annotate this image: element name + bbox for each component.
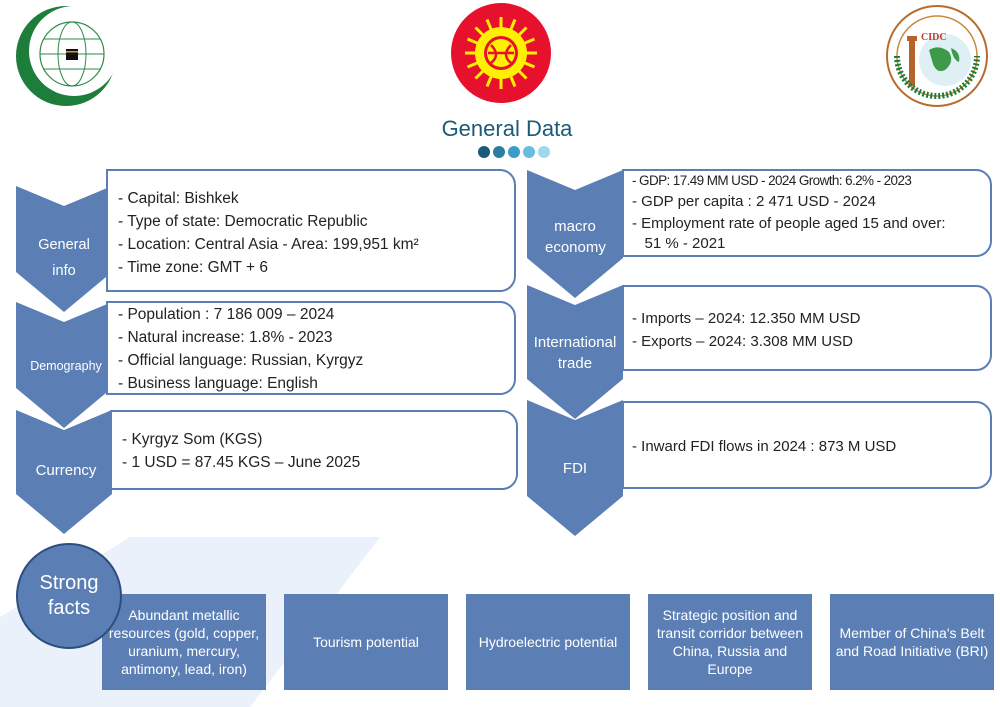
general-info-line-1: - Capital: Bishkek (118, 190, 239, 207)
title-dot-2 (493, 146, 505, 158)
demography-line-4: - Business language: English (118, 375, 318, 392)
macro-line-4: 51 % - 2021 (632, 235, 726, 252)
oic-emblem-icon (16, 6, 118, 106)
fact-hydroelectric-potential: Hydroelectric potential (466, 594, 630, 690)
title-dot-5 (538, 146, 550, 158)
strong-facts-badge: Strong facts (16, 543, 122, 649)
chevron-currency (16, 410, 112, 534)
svg-text:CIDC: CIDC (921, 32, 947, 43)
fdi-line-1: - Inward FDI flows in 2024 : 873 M USD (632, 438, 897, 455)
title-dot-1 (478, 146, 490, 158)
label-general-info: General info (38, 237, 90, 279)
label-fdi: FDI (562, 460, 588, 477)
kyrgyzstan-flag-icon (451, 3, 551, 103)
demography-line-1: - Population : 7 186 009 – 2024 (118, 306, 335, 323)
chevron-general-info (16, 186, 112, 312)
general-info-line-2: - Type of state: Democratic Republic (118, 213, 368, 230)
demography-line-2: - Natural increase: 1.8% - 2023 (118, 329, 333, 346)
label-currency: Currency (35, 462, 97, 479)
strong-facts-label: Strong facts (39, 572, 99, 619)
chevron-international-trade (527, 285, 623, 419)
fact-metallic-resources: Abundant metallic resources (gold, coppe… (102, 594, 266, 690)
macro-line-2: - GDP per capita : 2 471 USD - 2024 (632, 193, 877, 210)
macro-line-3: - Employment rate of people aged 15 and … (632, 215, 946, 232)
chevron-macro-economy (527, 170, 623, 298)
label-international-trade: International trade (533, 334, 617, 372)
box-fdi: - Inward FDI flows in 2024 : 873 M USD (622, 401, 992, 489)
box-macro-economy: - GDP: 17.49 MM USD - 2024 Growth: 6.2% … (622, 169, 992, 257)
demography-line-3: - Official language: Russian, Kyrgyz (118, 352, 364, 369)
trade-line-1: - Imports – 2024: 12.350 MM USD (632, 310, 861, 327)
box-demography: - Population : 7 186 009 – 2024 - Natura… (106, 301, 516, 395)
box-general-info: - Capital: Bishkek - Type of state: Demo… (106, 169, 516, 292)
chevron-fdi (527, 400, 623, 536)
general-info-line-3: - Location: Central Asia - Area: 199,951… (118, 236, 419, 253)
fact-tourism-potential: Tourism potential (284, 594, 448, 690)
fact-belt-and-road: Member of China's Belt and Road Initiati… (830, 594, 994, 690)
label-macro-economy: macro economy (545, 218, 606, 256)
label-demography: Demography (30, 359, 102, 373)
currency-line-1: - Kyrgyz Som (KGS) (122, 431, 263, 448)
trade-line-2: - Exports – 2024: 3.308 MM USD (632, 333, 853, 350)
general-info-line-4: - Time zone: GMT + 6 (118, 259, 269, 276)
box-international-trade: - Imports – 2024: 12.350 MM USD - Export… (622, 285, 992, 371)
chevron-demography (16, 302, 112, 428)
title-dot-3 (508, 146, 520, 158)
currency-line-2: - 1 USD = 87.45 KGS – June 2025 (122, 454, 361, 471)
title-dot-4 (523, 146, 535, 158)
box-currency: - Kyrgyz Som (KGS) - 1 USD = 87.45 KGS –… (110, 410, 518, 490)
page-title: General Data (441, 116, 573, 141)
fact-strategic-position: Strategic position and transit corridor … (648, 594, 812, 690)
cidc-logo-icon: CIDC (886, 5, 988, 107)
macro-line-1: - GDP: 17.49 MM USD - 2024 Growth: 6.2% … (632, 173, 912, 188)
